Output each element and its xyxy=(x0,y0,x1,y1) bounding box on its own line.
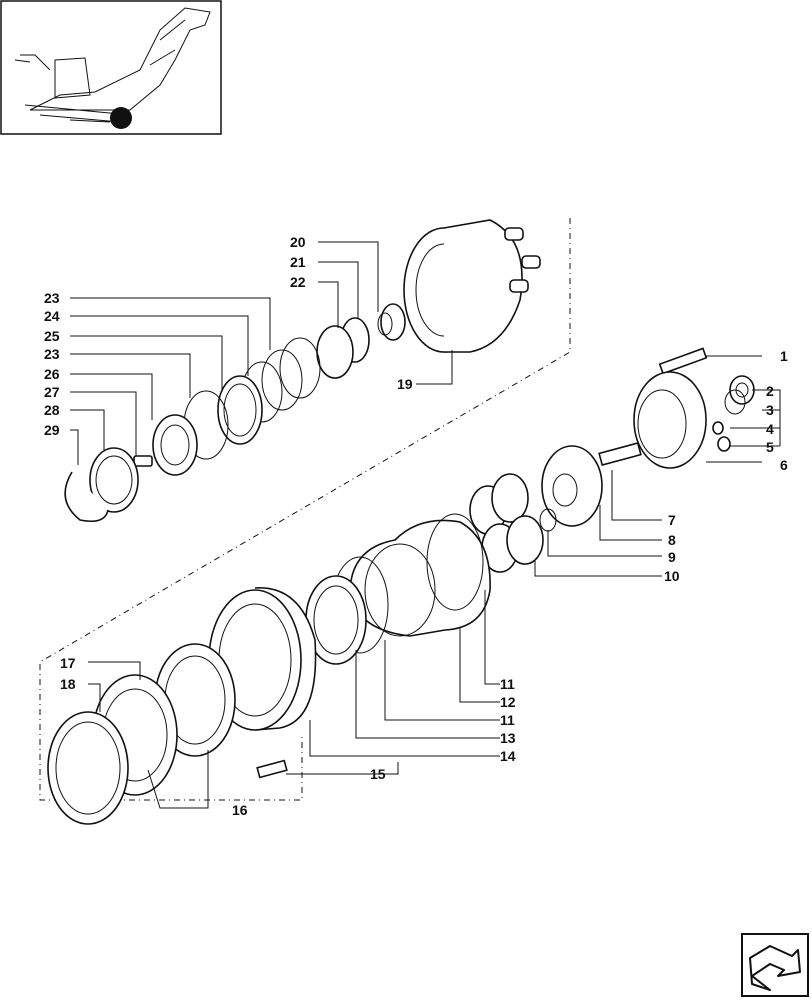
callout-22: 22 xyxy=(290,274,306,290)
assembly-boundary xyxy=(39,218,571,801)
wheel-hub-part[interactable] xyxy=(403,219,541,353)
ring-gear-part[interactable] xyxy=(349,519,491,637)
roller-bearing-part[interactable] xyxy=(152,414,198,476)
callout-7: 7 xyxy=(668,512,676,528)
callout-1: 1 xyxy=(780,348,788,364)
callout-3: 3 xyxy=(766,402,774,418)
callout-17: 17 xyxy=(60,655,76,671)
callout-12: 12 xyxy=(500,694,516,710)
callout-29: 29 xyxy=(44,422,60,438)
spring-pin-part[interactable] xyxy=(133,455,153,467)
callout-4: 4 xyxy=(766,421,774,437)
bearing-cup-part[interactable] xyxy=(217,375,263,445)
callout-2: 2 xyxy=(766,383,774,399)
pinion-gear-part[interactable] xyxy=(377,303,406,341)
callout-27: 27 xyxy=(44,384,60,400)
callout-18: 18 xyxy=(60,676,76,692)
callout-6: 6 xyxy=(780,457,788,473)
callout-25: 25 xyxy=(44,328,60,344)
callout-8: 8 xyxy=(668,532,676,548)
planet-carrier-part[interactable] xyxy=(541,445,603,527)
thrust-washer-part[interactable] xyxy=(316,317,370,379)
callout-23a: 23 xyxy=(44,290,60,306)
leader-lines xyxy=(70,241,781,809)
callout-24: 24 xyxy=(44,308,60,324)
callout-21: 21 xyxy=(290,254,306,270)
callout-15: 15 xyxy=(370,766,386,782)
washer-part[interactable] xyxy=(712,389,746,452)
callout-23b: 23 xyxy=(44,346,60,362)
next-page-arrow-icon[interactable] xyxy=(741,933,809,997)
seal-ring-part[interactable] xyxy=(241,337,321,423)
bolt-part[interactable] xyxy=(658,347,708,375)
callout-14: 14 xyxy=(500,748,516,764)
callout-19: 19 xyxy=(397,376,413,392)
callout-labels: 1 2 3 4 5 6 7 8 9 10 11 12 11 13 14 15 1… xyxy=(44,234,788,818)
callout-11a: 11 xyxy=(500,676,515,692)
callout-28: 28 xyxy=(44,402,60,418)
sun-shaft-part[interactable] xyxy=(598,442,642,466)
callout-10: 10 xyxy=(664,568,680,584)
cover-plate-part[interactable] xyxy=(633,371,707,469)
callout-16: 16 xyxy=(232,802,248,818)
retaining-ring-part[interactable] xyxy=(89,447,139,513)
callout-13: 13 xyxy=(500,730,516,746)
sugarcane-harvester-thumbnail-icon[interactable] xyxy=(0,0,222,135)
callout-20: 20 xyxy=(290,234,306,250)
face-seal-part[interactable] xyxy=(47,711,129,825)
callout-5: 5 xyxy=(766,439,774,455)
callout-11b: 11 xyxy=(500,712,515,728)
callout-9: 9 xyxy=(668,549,676,565)
snap-ring-part[interactable] xyxy=(64,471,109,523)
callout-26: 26 xyxy=(44,366,60,382)
cap-screw-part[interactable] xyxy=(256,759,288,779)
planet-gear-part[interactable] xyxy=(469,473,544,573)
thrust-washer-small-part[interactable] xyxy=(539,508,557,532)
